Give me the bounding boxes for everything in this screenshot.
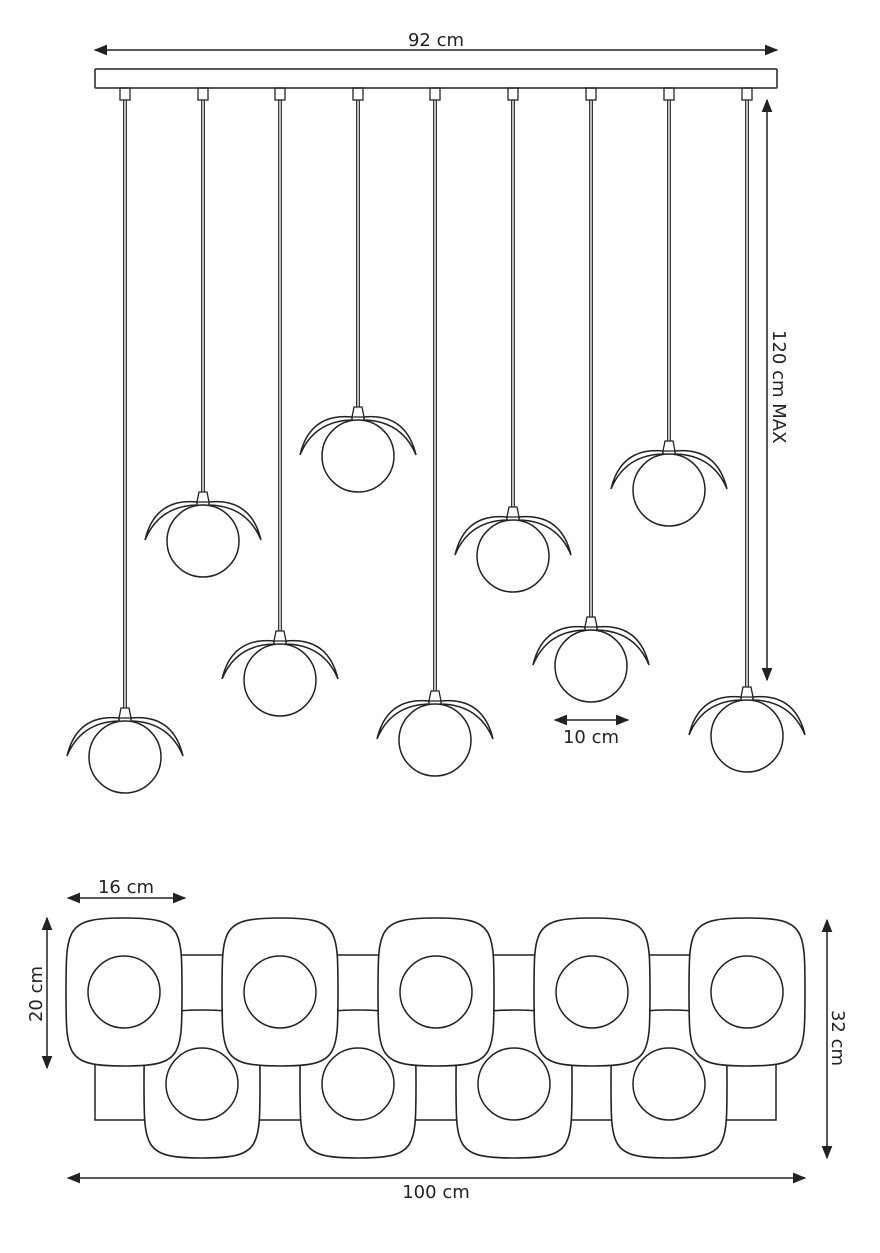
left-petal [299,415,353,456]
socket-cap [584,616,598,628]
globe-top [321,1047,395,1121]
left-petal [688,695,742,736]
right-petal [440,699,494,740]
shade-outline [533,917,651,1067]
right-petal [285,639,339,680]
pendant-5 [376,87,494,777]
globe-top [87,955,161,1029]
socket-cap [196,491,210,503]
glass-globe [710,699,784,773]
cord-grip [507,87,519,101]
pendant-9 [688,87,806,773]
overall-width-label: 100 cm [402,1182,470,1203]
shade-outline [688,917,806,1067]
shade-back-1 [65,917,183,1067]
pendant-8 [610,87,728,527]
cord-grip [429,87,441,101]
globe-top [710,955,784,1029]
socket-cap [351,406,365,418]
shade-back-3 [377,917,495,1067]
shade-outline [65,917,183,1067]
left-petal [532,625,586,666]
glass-globe [166,504,240,578]
cord-grip [274,87,286,101]
cord-grip [352,87,364,101]
pendant-6 [454,87,572,593]
shade-back-5 [688,917,806,1067]
ceiling-bar [94,68,778,89]
right-petal [130,716,184,757]
right-petal [208,500,262,541]
socket-cap [662,440,676,452]
shade-height-label: 20 cm [26,966,47,1022]
shade-outline [377,917,495,1067]
top-view: 16 cm 20 cm 32 cm 100 cm [26,877,848,1203]
glass-globe [88,720,162,794]
glass-globe [554,629,628,703]
left-petal [221,639,275,680]
pendant-2 [144,87,262,578]
bar-width-label: 92 cm [408,30,464,51]
cord-grip [119,87,131,101]
right-petal [674,449,728,490]
socket-cap [118,707,132,719]
glass-globe [398,703,472,777]
socket-cap [428,690,442,702]
shade-back-4 [533,917,651,1067]
front-view: 92 cm 120 cm MAX 10 cm [66,30,806,794]
shade-width-label: 16 cm [98,877,154,898]
right-petal [596,625,650,666]
glass-globe [632,453,706,527]
globe-top [555,955,629,1029]
glass-globe [243,643,317,717]
pendant-3 [221,87,339,717]
glass-globe [476,519,550,593]
left-petal [454,515,508,556]
pendant-7 [532,87,650,703]
globe-diameter-label: 10 cm [563,727,619,748]
cord-grip [663,87,675,101]
shade-outline [221,917,339,1067]
globe-top [243,955,317,1029]
globe-top [399,955,473,1029]
pendant-4 [299,87,417,493]
max-drop-label: 120 cm MAX [768,330,789,443]
socket-cap [273,630,287,642]
globe-top [165,1047,239,1121]
shade-group [65,917,806,1159]
pendant-1 [66,87,184,794]
glass-globe [321,419,395,493]
cord-grip [197,87,209,101]
left-petal [376,699,430,740]
left-petal [66,716,120,757]
canopy-depth-label: 32 cm [827,1010,848,1066]
socket-cap [506,506,520,518]
globe-top [477,1047,551,1121]
cord-grip [585,87,597,101]
right-petal [518,515,572,556]
left-petal [144,500,198,541]
right-petal [363,415,417,456]
shade-back-2 [221,917,339,1067]
globe-top [632,1047,706,1121]
cord-grip [741,87,753,101]
pendant-group [66,87,806,794]
right-petal [752,695,806,736]
socket-cap [740,686,754,698]
left-petal [610,449,664,490]
